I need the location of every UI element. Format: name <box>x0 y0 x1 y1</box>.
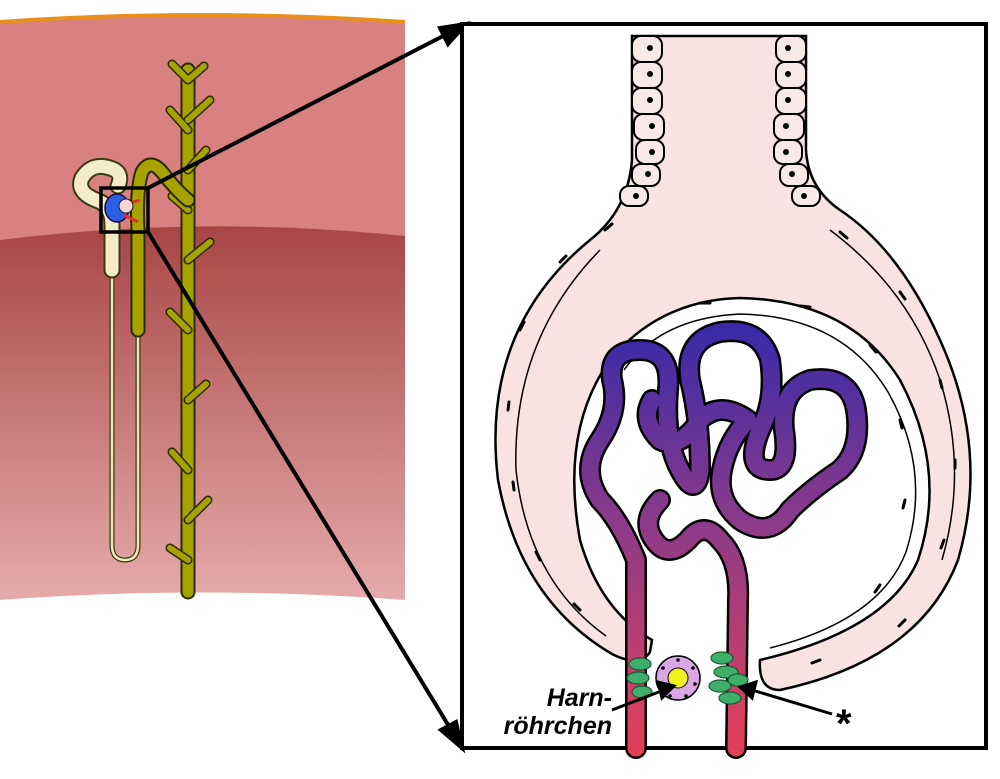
tubule-epithelium <box>619 35 821 207</box>
tubule-label-line1: Harn- <box>546 684 612 712</box>
tubule-label-line2: röhrchen <box>503 712 612 740</box>
zoom-arrows <box>146 21 472 754</box>
capsule-nuclei <box>506 222 957 665</box>
mini-glomerulus <box>104 193 141 224</box>
medulla-region <box>0 226 405 600</box>
label-arrows <box>611 679 833 716</box>
tubule-label: Harn- röhrchen <box>470 686 612 739</box>
zoom-source-box <box>99 186 150 234</box>
glomerulus-tuft <box>579 320 869 759</box>
cortex-region <box>0 15 405 240</box>
juxtaglomerular-cells <box>626 651 749 705</box>
kidney-section <box>0 15 405 600</box>
loop-of-henle <box>109 247 141 563</box>
asterisk-label: * <box>836 702 852 746</box>
collecting-duct <box>165 59 215 600</box>
bowmans-capsule <box>494 34 972 692</box>
kidney-capsule-outline <box>0 13 406 24</box>
